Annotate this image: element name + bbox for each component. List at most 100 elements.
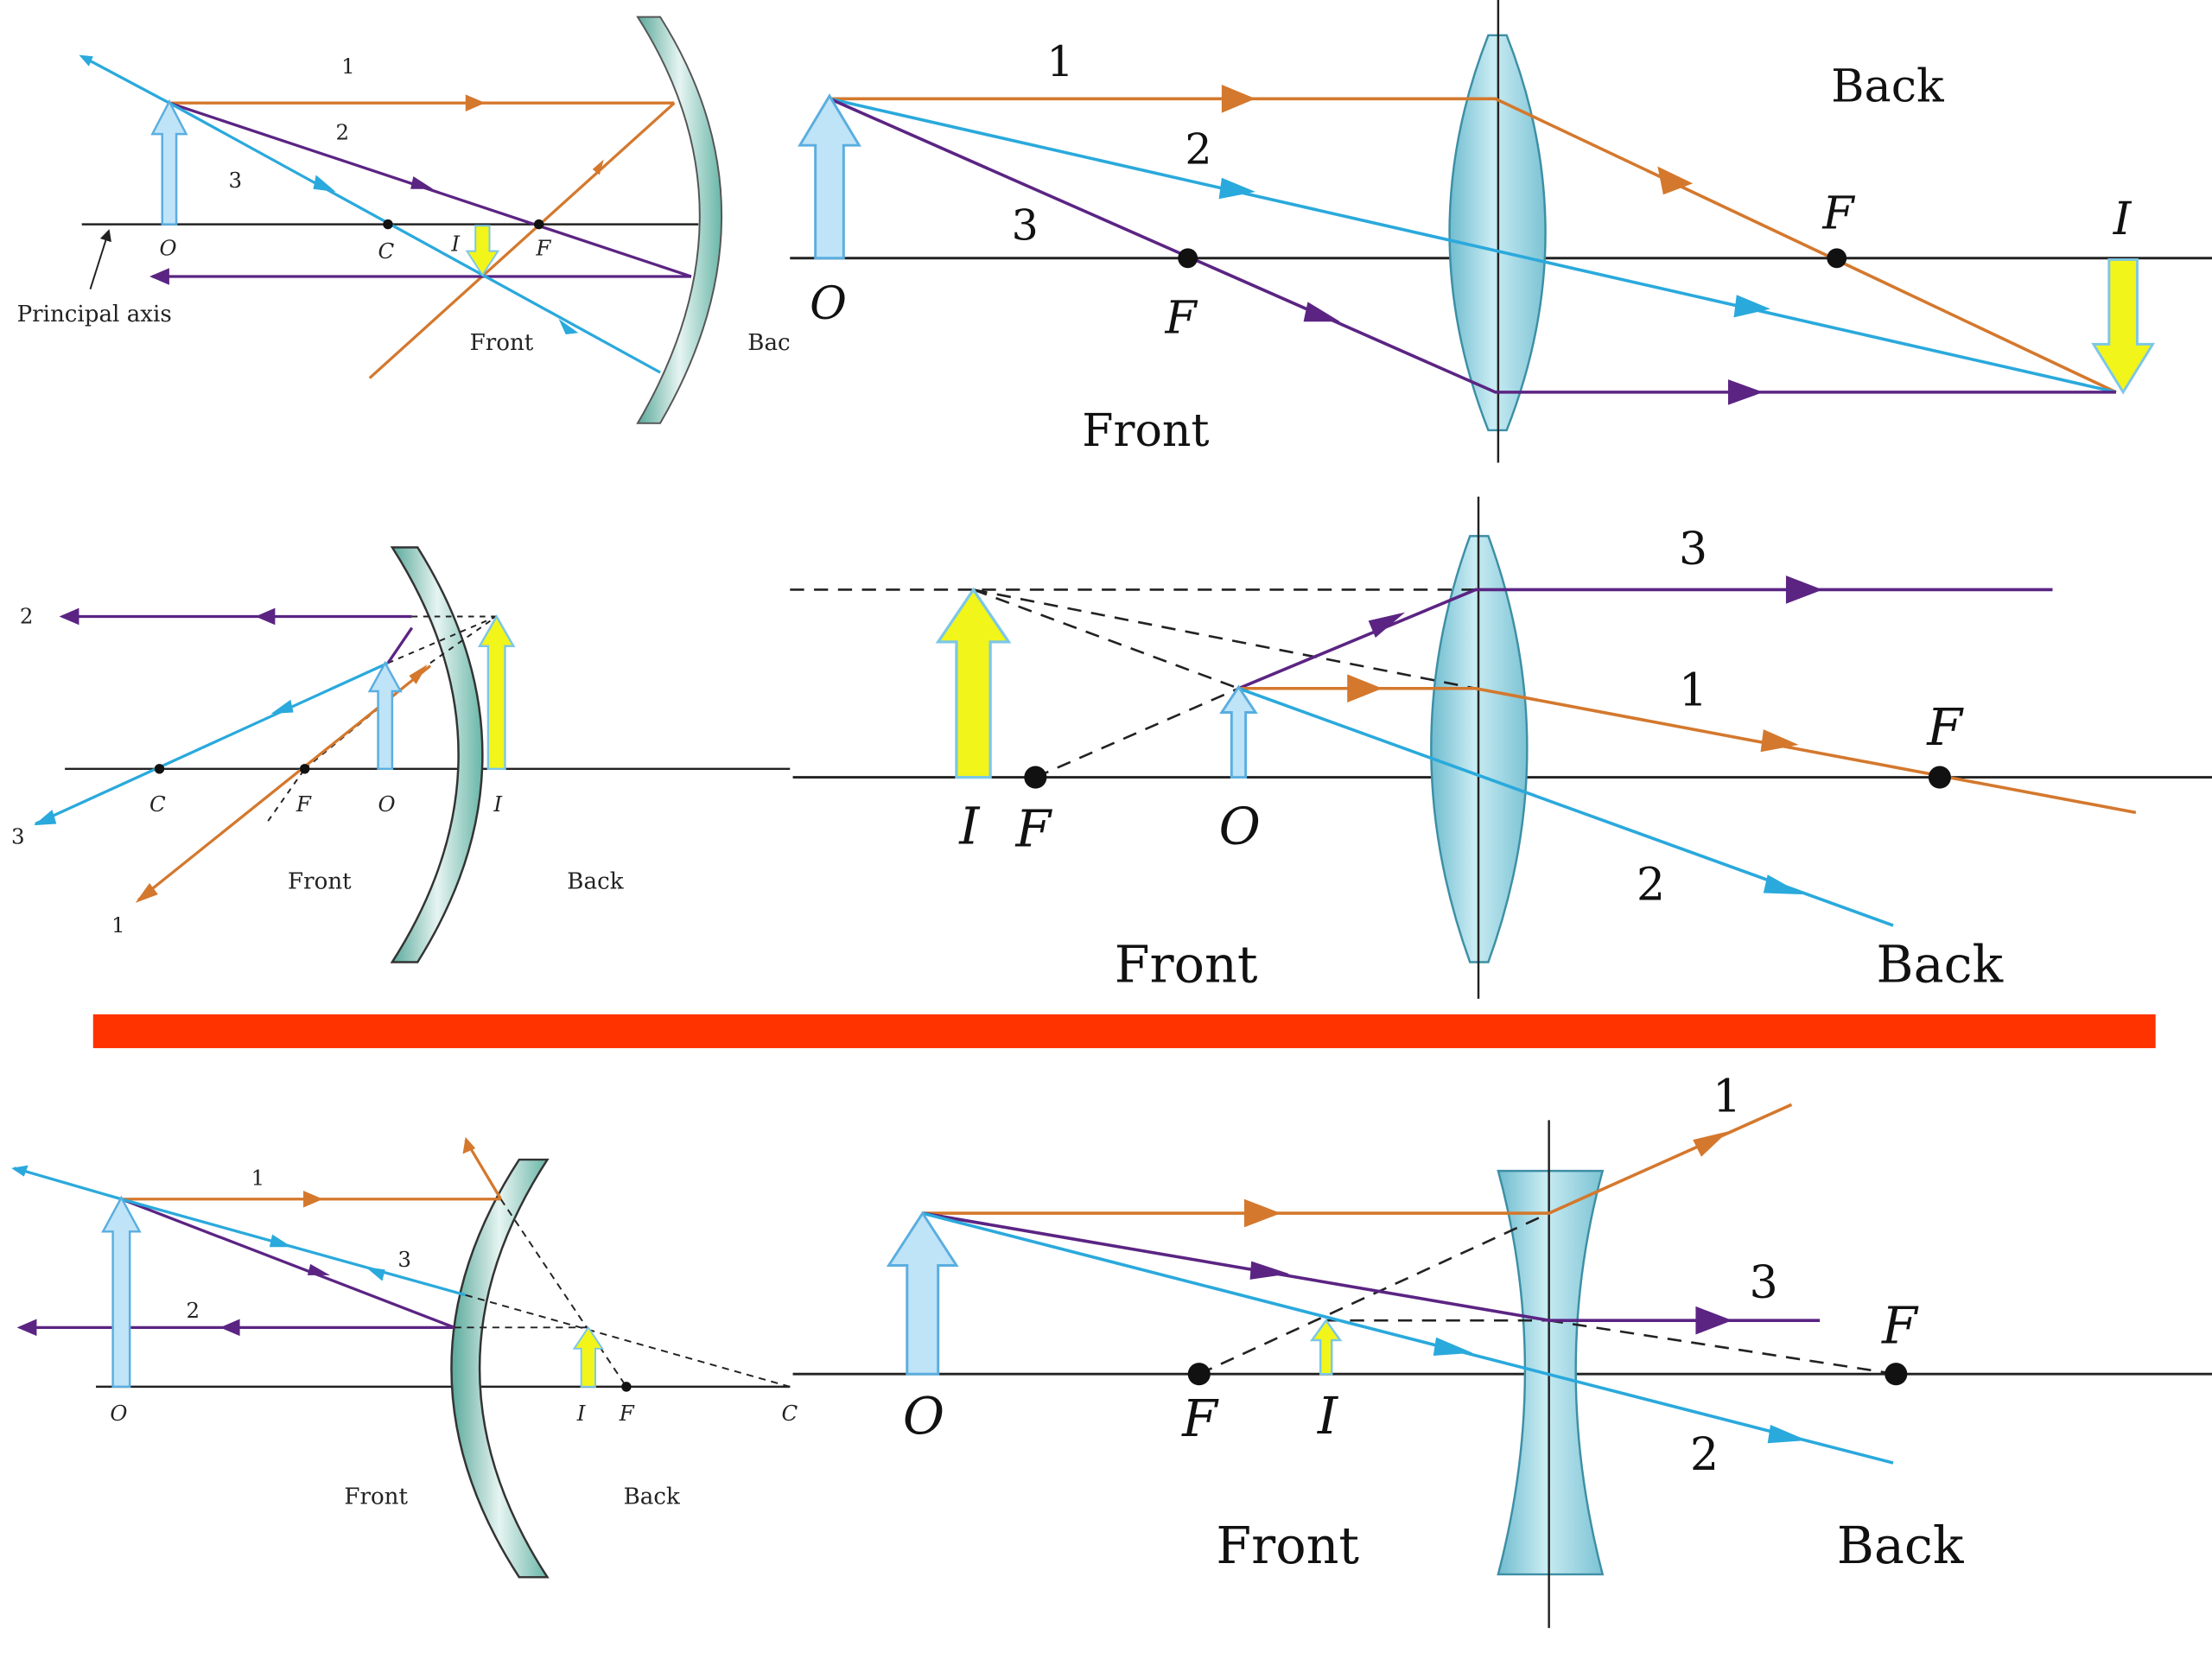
focal-label: F [296,791,312,817]
ray-3 [922,1211,1821,1322]
focal-point-back [1885,1363,1908,1386]
back-label: Bac [747,330,790,356]
ray-3-reflected [80,54,170,105]
ray-3-label: 3 [228,168,242,193]
center-label: C [378,238,395,264]
ray-1 [830,97,2117,394]
ray-1-label: 1 [1679,664,1707,716]
ray-2-incident [120,1198,455,1329]
object-label: O [159,236,176,261]
virtual-extension-lines [1198,1211,1897,1376]
object-label: O [110,1401,127,1426]
ray-1-label: 1 [1046,37,1073,86]
focal-point [533,219,544,230]
focal-front-label: F [1015,799,1053,859]
ray-2 [922,1211,1894,1465]
ray-3-incident [120,1198,467,1297]
ray-1-label: 1 [111,912,125,938]
ray-1 [922,1103,1793,1215]
back-label: Back [1876,934,2004,994]
focal-point [621,1382,632,1392]
focal-back-label: F [1926,697,1964,757]
image-arrow [2091,257,2156,395]
back-label: Back [567,869,623,895]
concave-lens [1497,1169,1605,1576]
focal-point-front [1187,1363,1211,1386]
focal-back-label: F [1821,188,1855,239]
object-label: O [810,278,847,330]
front-label: Front [1082,405,1209,457]
back-label: Back [1831,61,1945,113]
front-label: Front [344,1484,408,1510]
focal-label: F [619,1401,635,1426]
ray-3 [35,661,389,825]
focal-point [299,764,310,774]
ray-2-label: 2 [336,120,350,145]
image-arrow [1309,1319,1343,1376]
object-arrow [1219,684,1258,779]
ray-3-incident [168,101,661,374]
front-label: Front [470,330,534,356]
ray-2 [829,97,2117,394]
ray-1 [1238,686,2137,815]
focal-point-front [1024,766,1047,789]
image-label: I [450,232,461,257]
ray-3-label: 3 [1012,201,1039,251]
convex-mirror [450,1158,550,1579]
object-arrow [101,1195,142,1389]
ray-3-label: 3 [397,1247,411,1272]
object-label: O [378,791,396,817]
ray-3-label: 3 [1749,1257,1777,1309]
front-label: Front [1115,934,1258,994]
image-arrow [572,1325,604,1388]
front-label: Front [1216,1516,1359,1575]
center-point [154,764,165,774]
section-divider [92,1014,2156,1049]
focal-label: F [535,236,551,261]
focal-point-back [1928,766,1951,789]
ray-3-reflected [13,1166,122,1201]
principal-axis-pointer [89,229,111,289]
image-label: I [958,796,981,855]
concave-mirror [390,546,484,963]
image-label: I [493,791,503,817]
ray-2-label: 2 [1637,860,1665,912]
ray-2-label: 2 [187,1298,200,1323]
ray-2 [1237,687,1894,927]
ray-2-label: 2 [20,604,34,629]
ray-3-label: 3 [11,823,25,849]
image-arrow [465,225,500,277]
panel-convex-lens-virtual: 3 1 2 I F O F Front Back [790,496,2212,999]
center-point [383,219,393,230]
image-label: I [576,1401,587,1426]
ray-2-label: 2 [1690,1429,1719,1481]
focal-back-label: F [1881,1295,1919,1355]
back-label: Back [624,1484,680,1510]
front-label: Front [288,869,352,895]
object-arrow [150,99,188,226]
ray-3 [1237,588,2053,690]
panel-concave-mirror-real: 1 2 3 O C I F Principal axis Front Bac [17,16,791,424]
center-label: C [149,791,166,817]
concave-mirror [636,16,722,424]
panel-convex-mirror: 1 2 3 O I F C Front Back [11,1136,798,1579]
object-arrow [798,93,861,260]
image-label: I [1317,1386,1339,1446]
focal-front-label: F [1181,1389,1219,1448]
image-arrow [477,614,516,771]
principal-axis-label: Principal axis [17,302,172,327]
focal-front-label: F [1165,292,1198,344]
object-arrow [886,1211,959,1376]
ray-1-reflected [368,101,676,379]
ray-1-label: 1 [251,1165,265,1190]
ray-1-label: 1 [341,54,355,79]
image-label: I [2113,194,2133,245]
image-arrow [935,587,1012,779]
panel-concave-mirror-virtual: 2 3 1 C F O I Front Back [11,546,791,963]
ray-1-label: 1 [1713,1071,1741,1123]
back-label: Back [1837,1516,1965,1575]
ray-3-label: 3 [1679,524,1707,575]
object-label: O [903,1386,944,1446]
object-arrow [367,660,403,771]
